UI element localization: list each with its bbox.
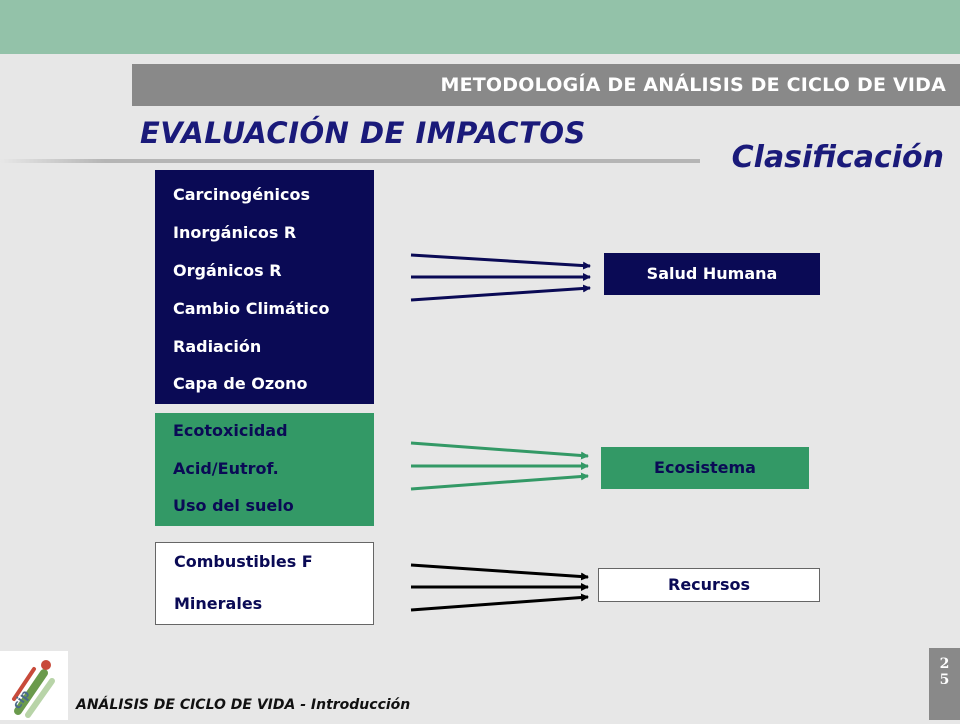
page-number-digit: 5 xyxy=(939,672,950,688)
title-underline xyxy=(0,159,700,163)
top-banner xyxy=(0,0,960,54)
arrow-health-3 xyxy=(410,284,591,302)
arrow-eco-1 xyxy=(410,441,589,460)
category-item: Uso del suelo xyxy=(173,496,294,515)
section-title: EVALUACIÓN DE IMPACTOS xyxy=(140,116,586,150)
category-item: Orgánicos R xyxy=(173,261,282,280)
category-item: Carcinogénicos xyxy=(173,185,310,204)
resources-categories-box: Combustibles F Minerales xyxy=(155,542,374,625)
target-salud-humana: Salud Humana xyxy=(604,253,820,295)
footer-text: ANÁLISIS DE CICLO DE VIDA - Introducción xyxy=(76,697,411,713)
ecosystem-categories-box: Ecotoxicidad Acid/Eutrof. Uso del suelo xyxy=(155,413,374,526)
arrow-res-1 xyxy=(410,563,589,581)
category-item: Combustibles F xyxy=(174,552,313,571)
category-item: Inorgánicos R xyxy=(173,223,297,242)
page-number-digit: 2 xyxy=(939,656,950,672)
category-item: Radiación xyxy=(173,337,262,356)
cip-logo-icon: cip xyxy=(0,651,68,720)
arrow-eco-3 xyxy=(410,472,589,491)
arrow-res-3 xyxy=(410,593,589,612)
category-item: Acid/Eutrof. xyxy=(173,459,279,478)
category-item: Ecotoxicidad xyxy=(173,421,288,440)
page-number: 2 5 xyxy=(929,648,960,720)
section-subtitle: Clasificación xyxy=(731,140,944,175)
target-ecosistema: Ecosistema xyxy=(601,447,809,489)
target-recursos: Recursos xyxy=(598,568,820,602)
health-categories-box: Carcinogénicos Inorgánicos R Orgánicos R… xyxy=(155,170,374,404)
header-bar: METODOLOGÍA DE ANÁLISIS DE CICLO DE VIDA xyxy=(132,64,960,106)
category-item: Minerales xyxy=(174,594,263,613)
category-item: Capa de Ozono xyxy=(173,374,308,393)
category-item: Cambio Climático xyxy=(173,299,330,318)
arrow-health-1 xyxy=(410,253,591,270)
